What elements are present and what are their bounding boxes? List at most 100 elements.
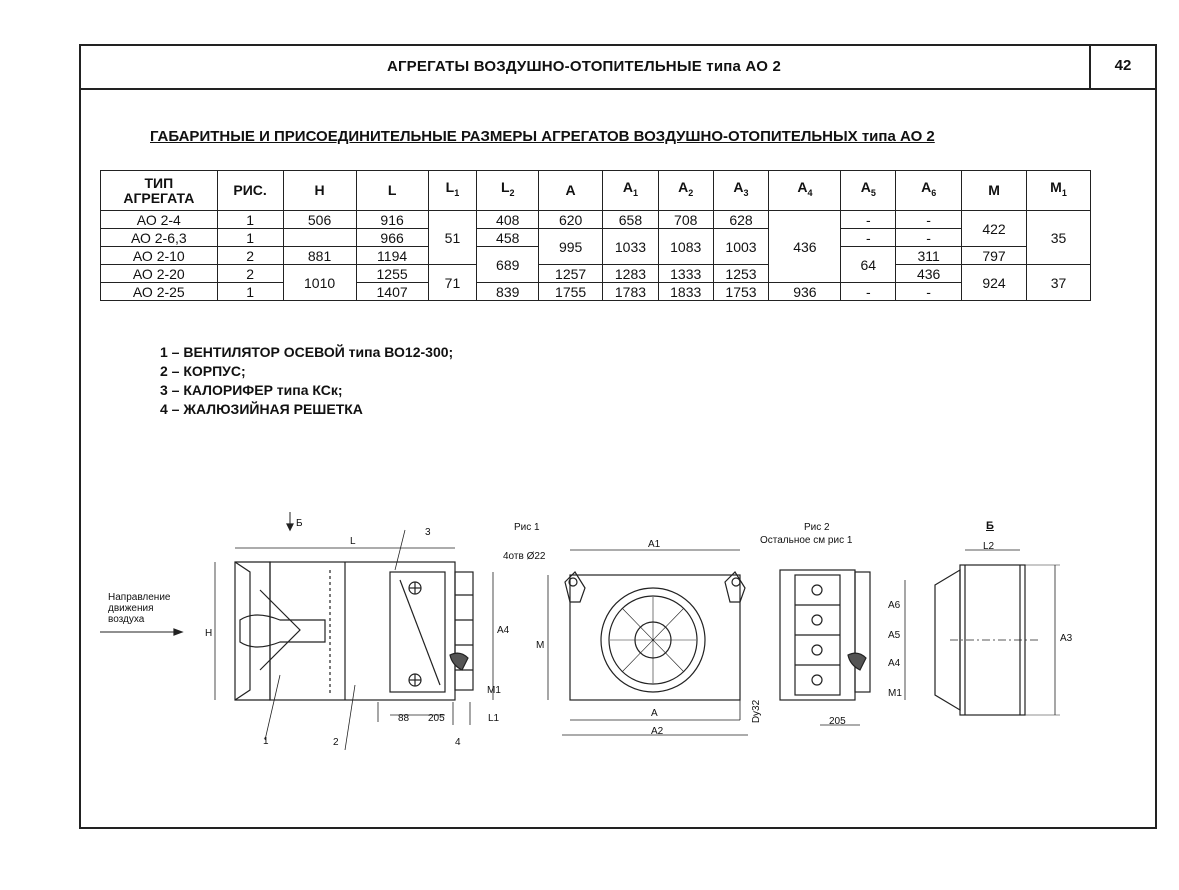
view-b-figure xyxy=(934,549,1060,716)
dim-a4b-label: A4 xyxy=(888,658,901,669)
col-header-m1: M1 xyxy=(1026,170,1091,211)
col-header-a1: A1 xyxy=(602,170,659,211)
callout-4: 4 xyxy=(455,737,461,748)
dim-l1-label: L1 xyxy=(488,713,500,724)
dim-l-label: L xyxy=(350,536,356,547)
cell-a: 1755 xyxy=(538,282,604,301)
cell-a5: - xyxy=(840,282,897,301)
col-header-l2: L2 xyxy=(476,170,540,211)
cell-m: 422 xyxy=(961,210,1027,247)
cell-l1: 71 xyxy=(427,264,478,301)
col-header-fig: РИС. xyxy=(216,170,284,211)
fig2-label: Рис 2 xyxy=(804,522,830,533)
col-header-h: H xyxy=(282,170,357,211)
cell-l2: 839 xyxy=(476,282,540,301)
col-header-a: A xyxy=(538,170,604,211)
header-divider xyxy=(1089,44,1091,88)
section-title: ГАБАРИТНЫЕ И ПРИСОЕДИНИТЕЛЬНЫЕ РАЗМЕРЫ А… xyxy=(150,128,935,145)
col-header-a4: A4 xyxy=(768,170,842,211)
cell-a5: - xyxy=(840,210,897,229)
cell-l: 966 xyxy=(355,228,429,247)
side-view-fig2 xyxy=(779,569,906,726)
view-b-arrow-label: Б xyxy=(296,518,303,529)
page-title: АГРЕГАТЫ ВОЗДУШНО-ОТОПИТЕЛЬНЫЕ типа АО 2 xyxy=(386,58,782,75)
table-row: АО 2-6,3 1 966 458 995 1033 1083 1003 - … xyxy=(100,228,1091,265)
cell-l: 916 xyxy=(355,210,429,229)
page-frame xyxy=(79,44,1157,829)
dim-a2-label: A2 xyxy=(651,726,664,737)
cell-type: АО 2-6,3 xyxy=(100,228,218,247)
cell-l1: 51 xyxy=(427,210,478,265)
dim-88-label: 88 xyxy=(398,713,410,724)
table-row: АО 2-20 2 1010 1255 71 1257 1283 1333 12… xyxy=(100,264,1091,301)
fig1-label: Рис 1 xyxy=(514,522,540,533)
cell-a2: 1333 xyxy=(657,264,714,283)
cell-a2: 1833 xyxy=(657,282,714,301)
legend-item: 1 – ВЕНТИЛЯТОР ОСЕВОЙ типа ВО12-300; xyxy=(160,344,454,360)
cell-h: 881 xyxy=(282,246,357,265)
cell-a2: 1083 xyxy=(657,228,714,265)
technical-drawing xyxy=(100,512,1060,751)
page-header: АГРЕГАТЫ ВОЗДУШНО-ОТОПИТЕЛЬНЫЕ типа АО 2… xyxy=(79,44,1157,90)
table-row: АО 2-25 1 1407 839 1755 1783 1833 1753 9… xyxy=(100,282,1091,301)
cell-l: 1194 xyxy=(355,246,429,265)
cell-a4: 936 xyxy=(768,282,842,301)
cell-a2: 708 xyxy=(657,210,714,229)
cell-fig: 1 xyxy=(216,282,284,301)
cell-a5: 64 xyxy=(840,246,897,283)
cell-type: АО 2-10 xyxy=(100,246,218,265)
cell-a6: - xyxy=(895,282,963,301)
cell-a1: 1783 xyxy=(602,282,659,301)
cell-a3: 628 xyxy=(712,210,770,229)
cell-l2: 408 xyxy=(476,210,540,229)
col-header-a2: A2 xyxy=(657,170,714,211)
callout-1: 1 xyxy=(263,736,269,747)
cell-fig: 1 xyxy=(216,210,284,229)
callout-2: 2 xyxy=(333,737,339,748)
cell-a4: 436 xyxy=(768,210,842,283)
dim-m-label: M xyxy=(536,640,545,651)
col-header-m: M xyxy=(961,170,1027,211)
dim-m1-label: M1 xyxy=(487,685,501,696)
cell-m1: 35 xyxy=(1026,210,1091,265)
col-header-l1: L1 xyxy=(427,170,478,211)
cell-a3: 1253 xyxy=(712,264,770,283)
cell-a1: 658 xyxy=(602,210,659,229)
cell-fig: 2 xyxy=(216,246,284,265)
cell-type: АО 2-25 xyxy=(100,282,218,301)
dim-a5-label: A5 xyxy=(888,630,901,641)
cell-h: 506 xyxy=(282,210,357,229)
cell-a6: 436 xyxy=(895,264,963,283)
col-header-a6: A6 xyxy=(895,170,963,211)
dim-dy32-label: Dy32 xyxy=(751,699,763,724)
dim-l2-label: L2 xyxy=(983,541,995,552)
cell-a: 995 xyxy=(538,228,604,265)
front-view-figure xyxy=(547,549,748,736)
cell-l: 1255 xyxy=(355,264,429,283)
cell-l2: 689 xyxy=(476,246,540,283)
parts-legend: 1 – ВЕНТИЛЯТОР ОСЕВОЙ типа ВО12-300; 2 –… xyxy=(160,343,453,419)
col-header-a3: A3 xyxy=(712,170,770,211)
cell-a3: 1003 xyxy=(712,228,770,265)
dim-205b-label: 205 xyxy=(829,716,846,727)
page-number: 42 xyxy=(1114,57,1132,74)
cell-a1: 1283 xyxy=(602,264,659,283)
cell-fig: 2 xyxy=(216,264,284,283)
legend-item: 2 – КОРПУС; xyxy=(160,363,246,379)
page-frame-bottom xyxy=(79,827,1157,829)
cell-a6: - xyxy=(895,228,963,247)
dim-a1-label: A1 xyxy=(648,539,661,550)
cell-m: 797 xyxy=(961,246,1027,265)
col-header-l: L xyxy=(355,170,429,211)
cell-fig: 1 xyxy=(216,228,284,247)
cell-type: АО 2-20 xyxy=(100,264,218,283)
side-view-figure xyxy=(100,512,494,751)
dim-a6-label: A6 xyxy=(888,600,901,611)
cell-m: 924 xyxy=(961,264,1027,301)
legend-item: 4 – ЖАЛЮЗИЙНАЯ РЕШЕТКА xyxy=(160,401,363,417)
col-header-a5: A5 xyxy=(840,170,897,211)
cell-a5: - xyxy=(840,228,897,247)
